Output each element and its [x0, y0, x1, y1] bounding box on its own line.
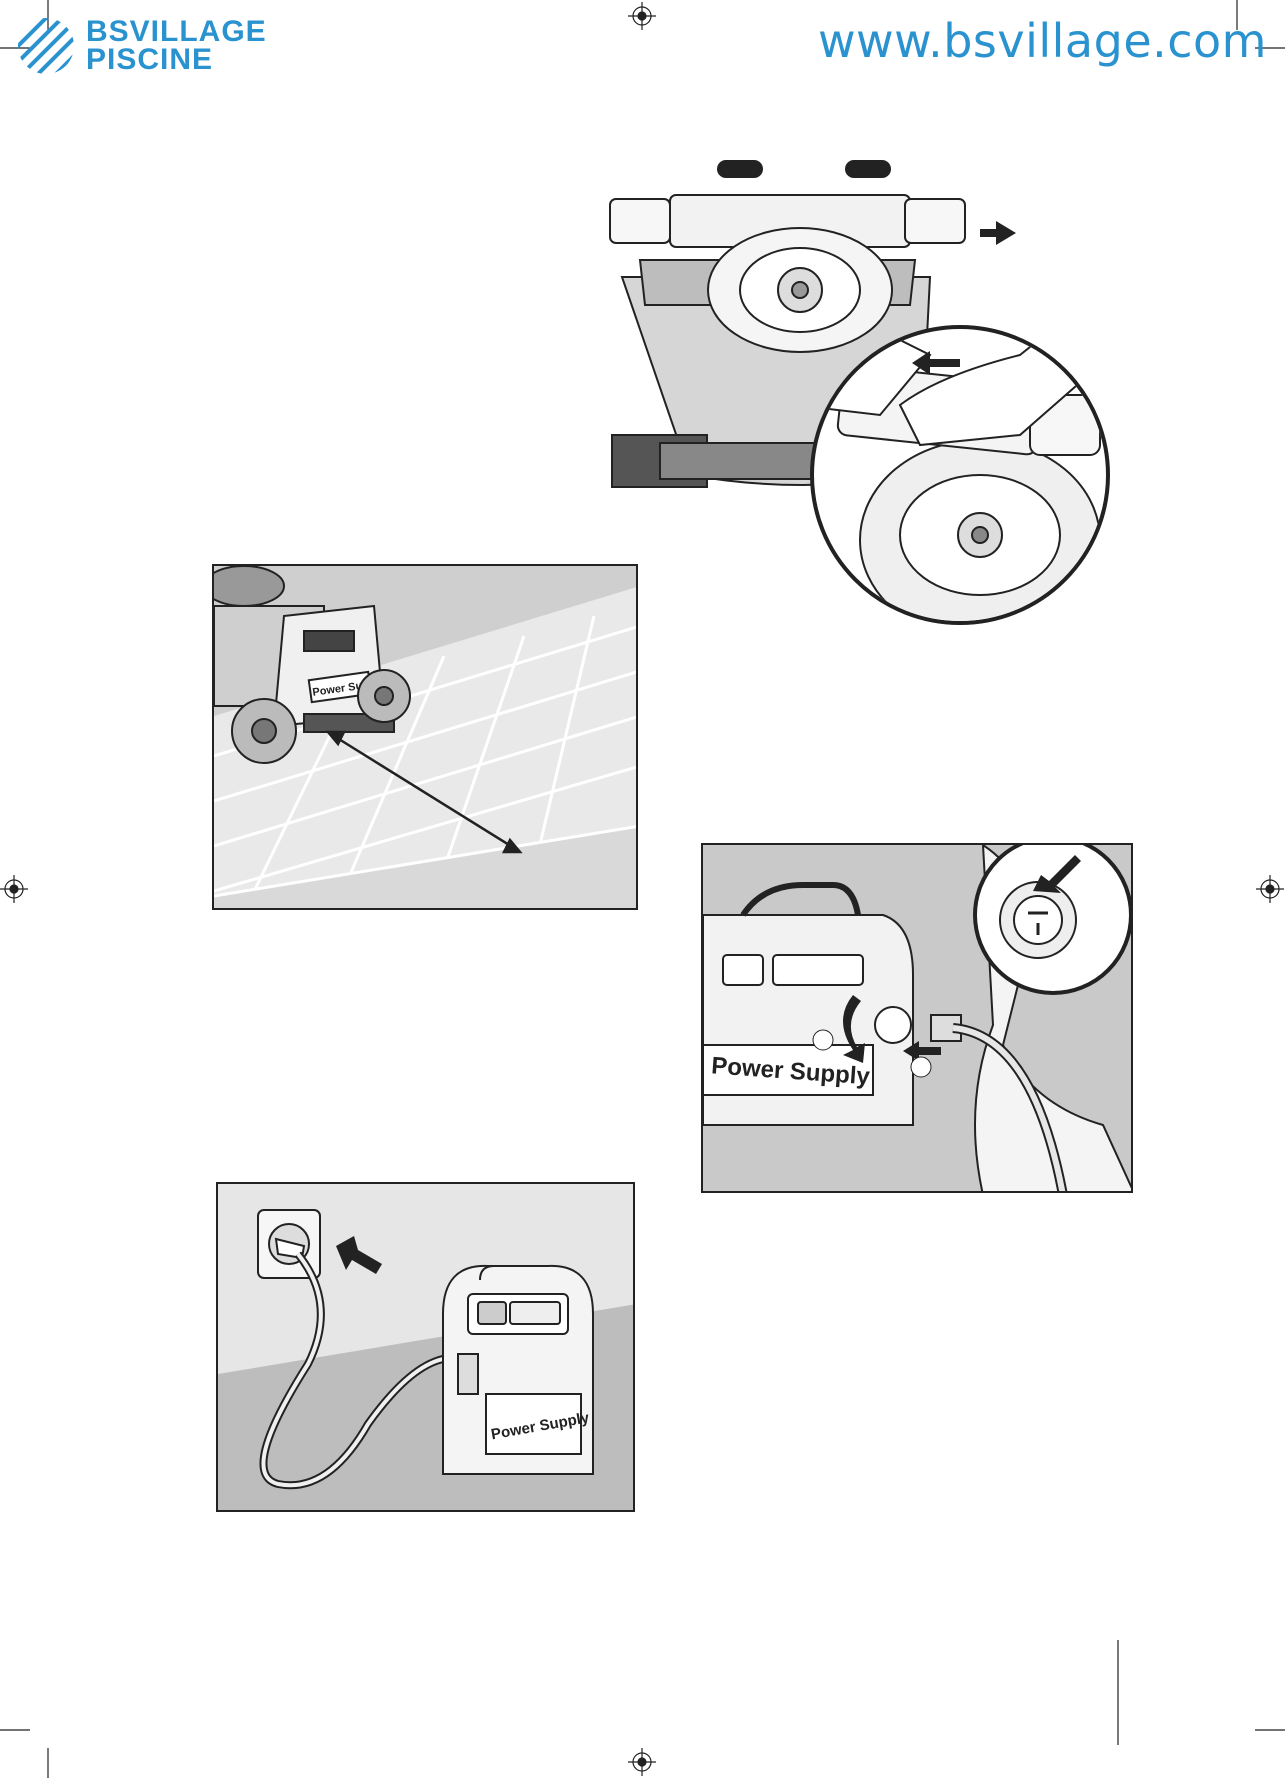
registration-mark-top: [628, 2, 656, 30]
robot-handle-illustration: [600, 155, 1160, 625]
pool-deck-illustration: Power Supply: [212, 564, 638, 910]
logo-line-2: PISCINE: [86, 46, 213, 74]
wall-socket-illustration: Power Supply: [216, 1182, 635, 1512]
pull-arrow-right-icon: [980, 221, 1016, 245]
logo-globe-icon: [14, 14, 78, 78]
cable-connection-illustration: Power Supply: [701, 843, 1133, 1193]
registration-mark-right: [1256, 875, 1284, 903]
registration-mark-bottom: [628, 1748, 656, 1776]
logo-line-1: BSVILLAGE: [86, 18, 267, 46]
brand-logo: BSVILLAGE PISCINE: [14, 14, 274, 74]
connector-detail-inset: [975, 845, 1131, 993]
registration-mark-left: [0, 875, 28, 903]
website-url[interactable]: www.bsvillage.com: [818, 14, 1267, 68]
